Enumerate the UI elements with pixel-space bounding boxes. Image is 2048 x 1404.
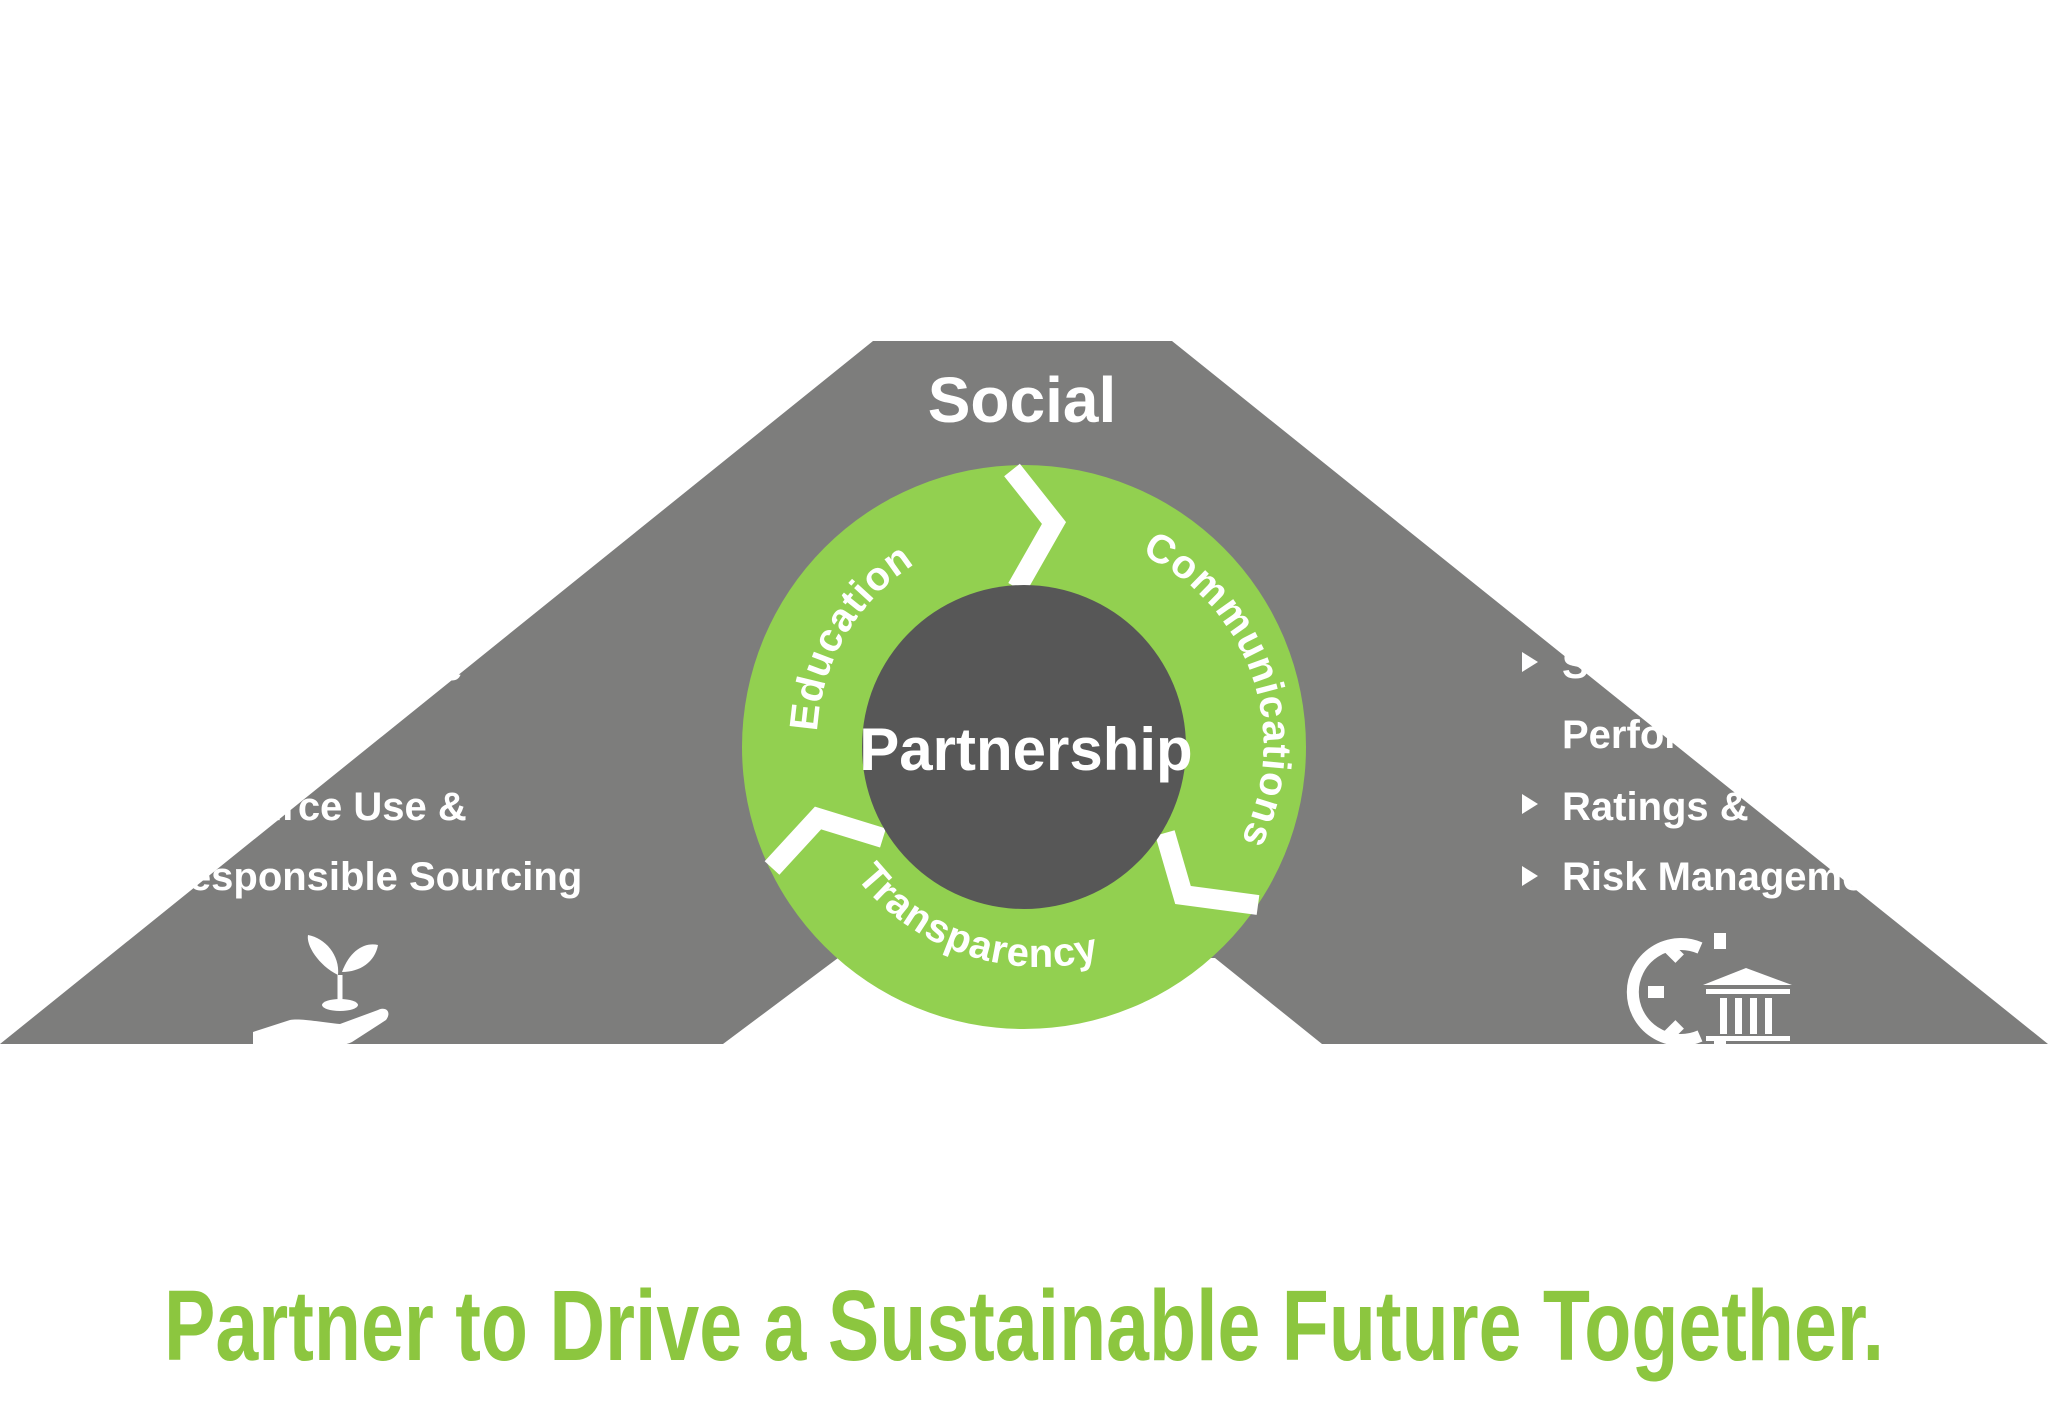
- bullet-triangle-icon: [851, 20, 867, 40]
- bullet-triangle-icon: [118, 724, 134, 744]
- environmental-item-1: Climate Change: [160, 645, 462, 689]
- gear-building-icon: [1626, 933, 1792, 1052]
- social-label: Social: [928, 364, 1117, 436]
- partnership-hub: [862, 585, 1186, 909]
- social-list: Health & Safety Ethical Behavior Fair La…: [851, 7, 1289, 197]
- environmental-item-2: Circularity: [160, 715, 359, 759]
- bullet-triangle-icon: [118, 653, 134, 673]
- chevron-separator-top: [1004, 463, 1067, 593]
- bullet-triangle-icon: [1522, 794, 1538, 814]
- governance-list: Strategy, Process & Performance Ratings …: [1522, 643, 1987, 899]
- governance-item-2: Performance: [1562, 713, 1807, 757]
- governance-item-4: Risk Management: [1562, 855, 1902, 899]
- governance-item-1: Strategy, Process &: [1562, 643, 1937, 687]
- bullet-triangle-icon: [1522, 866, 1538, 886]
- bullet-triangle-icon: [118, 795, 134, 815]
- environmental-label: Environmental: [111, 1073, 514, 1138]
- governance-item-3: Ratings & Compliance: [1562, 785, 1987, 829]
- chevron-separator-right: [1155, 830, 1260, 915]
- bullet-triangle-icon: [1522, 652, 1538, 672]
- partnership-label: Partnership: [859, 716, 1192, 783]
- hand-sprout-icon: [253, 935, 389, 1047]
- environmental-list: Climate Change Circularity Resource Use …: [118, 645, 582, 899]
- bullet-triangle-icon: [851, 163, 867, 183]
- environmental-item-3: Resource Use &: [160, 785, 467, 829]
- social-item-1: Health & Safety: [885, 7, 1194, 54]
- environmental-item-4: Responsible Sourcing: [160, 855, 582, 899]
- social-item-3: Fair Labor Practices: [885, 150, 1289, 197]
- chevron-separator-left: [764, 806, 886, 875]
- people-circle-icon: [990, 234, 1082, 326]
- social-item-2: Ethical Behavior: [885, 79, 1214, 126]
- tagline: Partner to Drive a Sustainable Future To…: [164, 1270, 1884, 1382]
- governance-label: Governance: [1552, 1073, 1887, 1138]
- bullet-triangle-icon: [851, 92, 867, 112]
